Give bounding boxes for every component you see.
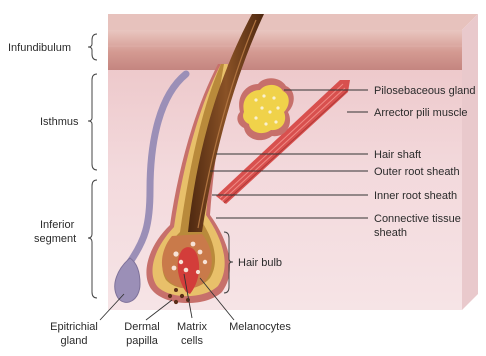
gland-cell bbox=[276, 106, 279, 109]
melanocyte bbox=[168, 294, 172, 298]
label-inner-root-sheath: Inner root sheath bbox=[374, 190, 457, 202]
label-connective-tissue-sheath-line1: Connective tissue bbox=[374, 213, 461, 225]
matrix-cell bbox=[196, 270, 200, 274]
melanocyte bbox=[174, 288, 178, 292]
skin-top-surface bbox=[108, 14, 478, 30]
label-inferior-segment-line2: segment bbox=[34, 233, 76, 245]
inferior-segment-bracket bbox=[88, 180, 97, 298]
label-matrix-cells-line1: Matrix bbox=[177, 321, 207, 333]
matrix-cell bbox=[184, 268, 189, 273]
label-matrix-cells-line2: cells bbox=[181, 335, 204, 347]
label-dermal-papilla-line1: Dermal bbox=[124, 321, 159, 333]
gland-cell bbox=[272, 96, 275, 99]
label-hair-bulb: Hair bulb bbox=[238, 257, 282, 269]
left-brackets bbox=[88, 34, 97, 298]
matrix-cell bbox=[173, 251, 178, 256]
isthmus-bracket bbox=[88, 74, 97, 170]
matrix-cell bbox=[172, 266, 177, 271]
gland-cell bbox=[268, 110, 271, 113]
gland-cell bbox=[262, 94, 265, 97]
label-inferior-segment-line1: Inferior bbox=[40, 219, 75, 231]
matrix-cell bbox=[179, 260, 183, 264]
label-arrector-pili-muscle: Arrector pili muscle bbox=[374, 107, 468, 119]
gland-cell bbox=[260, 106, 263, 109]
label-melanocytes: Melanocytes bbox=[229, 321, 291, 333]
skin-side-face bbox=[462, 14, 478, 310]
label-isthmus: Isthmus bbox=[40, 116, 79, 128]
label-epitrichial-gland-line1: Epitrichial bbox=[50, 321, 98, 333]
melanocyte bbox=[180, 294, 184, 298]
label-pilosebaceous-gland: Pilosebaceous gland bbox=[374, 85, 476, 97]
label-infundibulum: Infundibulum bbox=[8, 42, 71, 54]
gland-cell bbox=[254, 98, 257, 101]
matrix-cell bbox=[191, 242, 196, 247]
label-epitrichial-gland-line2: gland bbox=[61, 335, 88, 347]
melanocyte bbox=[174, 300, 178, 304]
gland-cell bbox=[264, 122, 267, 125]
label-connective-tissue-sheath-line2: sheath bbox=[374, 227, 407, 239]
matrix-cell bbox=[198, 250, 203, 255]
label-outer-root-sheath: Outer root sheath bbox=[374, 166, 460, 178]
matrix-cell bbox=[203, 260, 207, 264]
infundibulum-bracket bbox=[88, 34, 97, 60]
gland-cell bbox=[254, 116, 257, 119]
label-dermal-papilla-line2: papilla bbox=[126, 335, 159, 347]
label-hair-shaft: Hair shaft bbox=[374, 149, 421, 161]
gland-cell bbox=[274, 120, 277, 123]
epidermis-layer bbox=[108, 30, 462, 70]
